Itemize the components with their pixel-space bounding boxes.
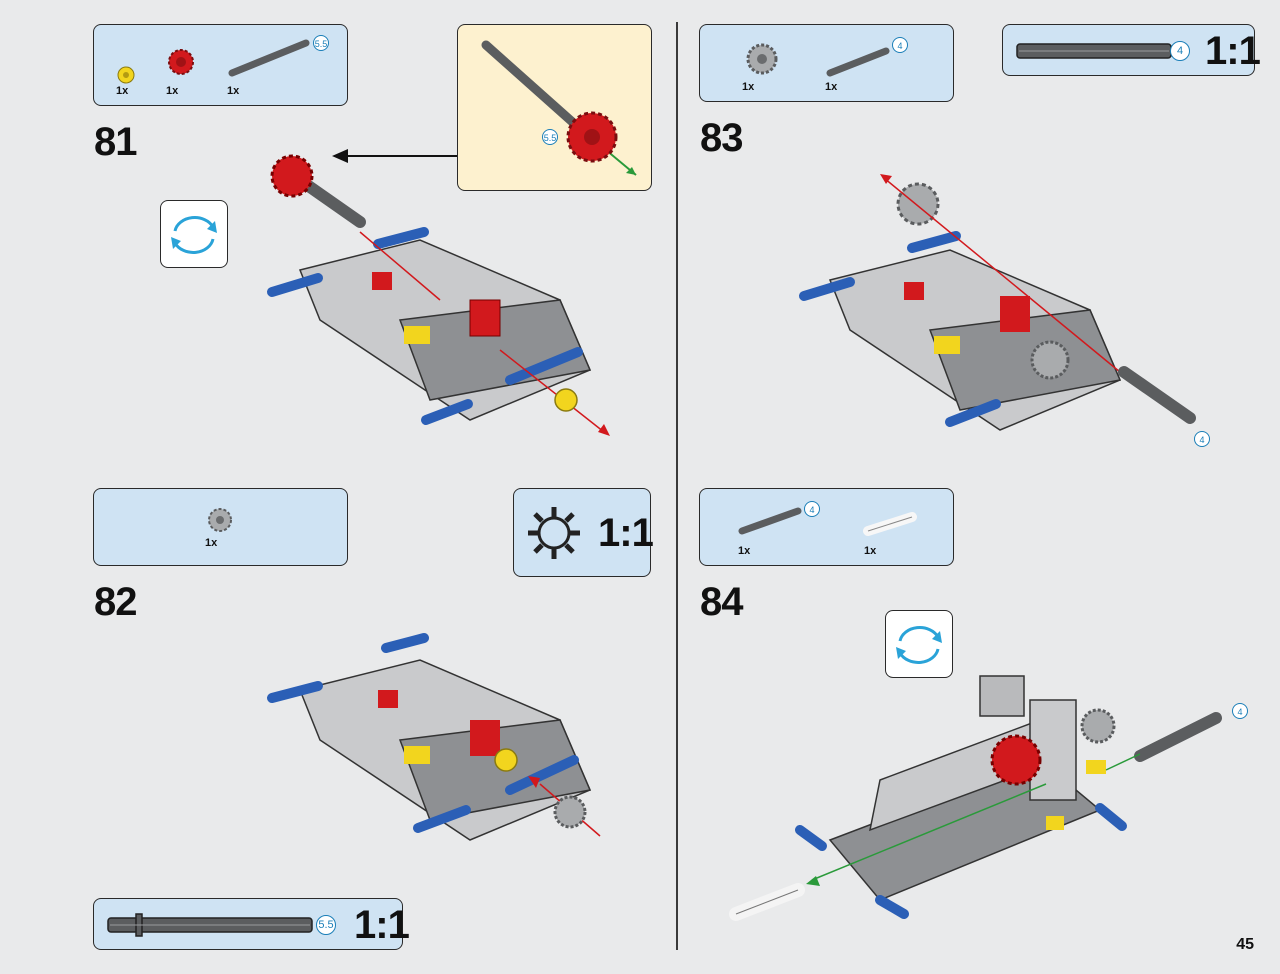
scale-label: 1:1 (354, 903, 410, 947)
sub-assembly-callout: 5.5 (457, 24, 652, 191)
axle-length-badge: 4 (1194, 431, 1210, 447)
axle-length-badge: 4 (804, 501, 820, 517)
parts-list-step-81: 1x 1x 1x 5.5 (93, 24, 348, 106)
axle-icon (826, 47, 890, 77)
part-qty: 1x (227, 85, 240, 97)
part-qty: 1x (166, 85, 179, 97)
scale-box-axle-4: 4 1:1 (1002, 24, 1261, 76)
step-number-81: 81 (94, 120, 137, 164)
part-qty: 1x (864, 545, 877, 557)
axle-length-badge: 5.5 (542, 129, 558, 145)
part-qty: 1x (205, 537, 218, 549)
assembly-step-82 (267, 633, 601, 841)
parts-list-step-83: 1x 1x 4 (699, 24, 954, 102)
axle-length-badge: 4 (1170, 41, 1190, 61)
part-qty: 1x (738, 545, 751, 557)
axle-icon (228, 39, 310, 77)
axle-scale-icon (1016, 43, 1172, 59)
axle-length-badge: 5.5 (313, 35, 329, 51)
grey-gear-icon (208, 508, 232, 532)
page-divider (676, 22, 678, 950)
red-gear-icon (168, 49, 194, 75)
part-qty: 1x (825, 81, 838, 93)
assembly-step-81 (267, 154, 610, 436)
connector-icon (863, 512, 917, 536)
scale-box-axle-5-5: 5.5 1:1 (93, 898, 410, 950)
step-number-82: 82 (94, 580, 137, 624)
axle-scale-icon (107, 913, 313, 937)
step-number-83: 83 (700, 116, 743, 160)
callout-arrow (332, 149, 457, 163)
axle-with-gear-icon (481, 40, 637, 176)
part-qty: 1x (742, 81, 755, 93)
part-qty: 1x (116, 85, 129, 97)
yellow-bush-icon (117, 66, 135, 84)
axle-length-badge: 4 (892, 37, 908, 53)
scale-label: 1:1 (1205, 29, 1261, 73)
assembly-step-83 (799, 174, 1196, 431)
assembly-step-84 (729, 675, 1222, 921)
grey-gear-icon (746, 43, 778, 75)
parts-list-step-82: 1x (93, 488, 348, 566)
step-number-84: 84 (700, 580, 743, 624)
parts-list-step-84: 1x 1x 4 (699, 488, 954, 566)
rotate-model-icon (160, 200, 228, 268)
scale-box-gear: 1:1 (513, 488, 654, 577)
gear-outline-icon (528, 507, 580, 559)
axle-icon (738, 507, 802, 535)
scale-label: 1:1 (598, 511, 654, 555)
axle-length-badge: 5.5 (316, 915, 336, 935)
axle-length-badge: 4 (1232, 703, 1248, 719)
page-number: 45 (1236, 936, 1254, 953)
rotate-model-icon (885, 610, 953, 678)
